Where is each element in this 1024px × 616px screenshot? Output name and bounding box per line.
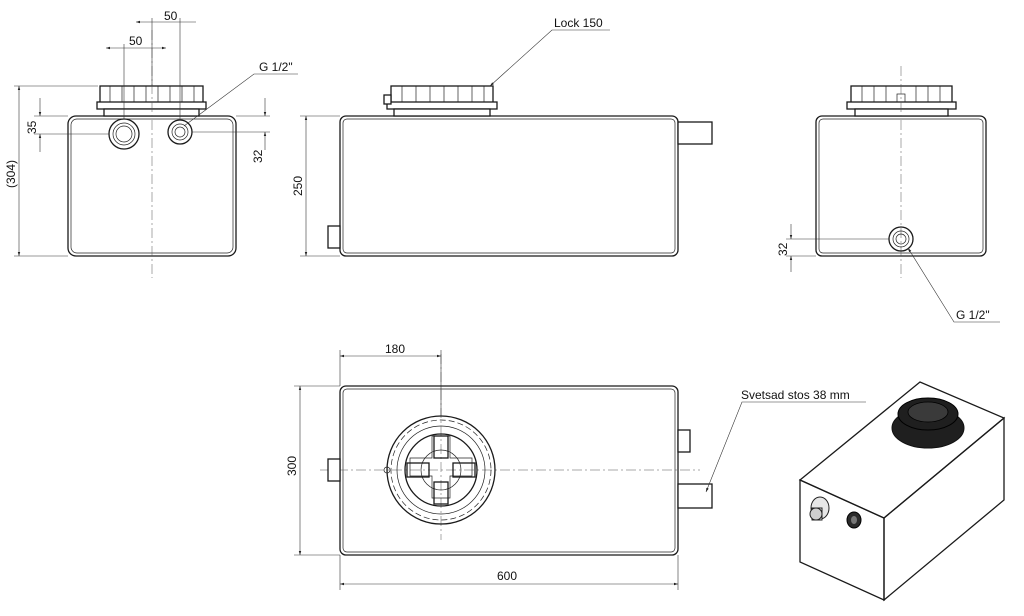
cap-label: Lock 150	[554, 16, 603, 30]
thread-label-end: G 1/2"	[956, 308, 990, 322]
top-dim-width: 300	[285, 385, 340, 556]
top-view: 180 300 600 Svetsad stos 38 mm	[285, 342, 866, 590]
end-dim-port: 32	[776, 224, 889, 272]
dim-32-label: 32	[251, 149, 265, 163]
top-dim-cap-offset: 180	[339, 342, 442, 416]
dim-50-outer-label: 50	[164, 9, 178, 23]
side-view: 250 Lock 150	[291, 16, 713, 257]
side-cap	[383, 85, 498, 117]
front-port-right	[167, 119, 193, 145]
dim-304-label: (304)	[4, 160, 18, 188]
top-nozzle-right-large	[677, 483, 713, 509]
front-dim-top-outer: 50	[136, 9, 196, 120]
iso-front-face	[799, 478, 885, 602]
iso-side-face	[883, 416, 1005, 602]
front-dim-port-left: 35	[25, 98, 109, 152]
front-thread-callout: G 1/2"	[183, 60, 298, 127]
end-thread-callout: G 1/2"	[907, 247, 1000, 323]
cap-callout: Lock 150	[489, 16, 610, 87]
front-dim-height: (304)	[4, 85, 98, 257]
dim-600-label: 600	[497, 569, 517, 583]
nozzle-label: Svetsad stos 38 mm	[741, 388, 850, 402]
front-dim-top-inner: 50	[106, 34, 166, 119]
thread-label-front: G 1/2"	[259, 60, 293, 74]
side-dim-height: 250	[291, 115, 340, 257]
side-nozzle-left	[327, 225, 341, 249]
iso-cap	[891, 397, 965, 449]
front-port-left	[108, 118, 140, 150]
front-view: 50 50 (304) 35 32	[4, 9, 298, 278]
side-tank-body	[339, 115, 679, 257]
top-dim-length: 600	[339, 555, 679, 590]
top-nozzle-right-small	[677, 429, 691, 453]
dim-250-label: 250	[291, 176, 305, 196]
dim-300-label: 300	[285, 456, 299, 476]
end-cap	[846, 85, 957, 117]
end-view: 32 G 1/2"	[776, 66, 1000, 323]
iso-nozzle-large	[809, 496, 830, 521]
iso-port-small	[846, 511, 862, 529]
dim-50-inner-label: 50	[129, 34, 143, 48]
top-cap-lid	[383, 415, 496, 525]
dim-35-label: 35	[25, 120, 39, 134]
side-nozzle-right	[677, 121, 713, 145]
top-nozzle-left	[327, 458, 341, 482]
dim-32-end-label: 32	[776, 242, 790, 256]
front-cap	[96, 85, 207, 117]
nozzle-callout: Svetsad stos 38 mm	[705, 388, 866, 493]
front-dim-port-right: 32	[192, 98, 270, 163]
iso-top-face	[798, 381, 1006, 519]
iso-view	[798, 381, 1006, 602]
dim-180-label: 180	[385, 342, 405, 356]
